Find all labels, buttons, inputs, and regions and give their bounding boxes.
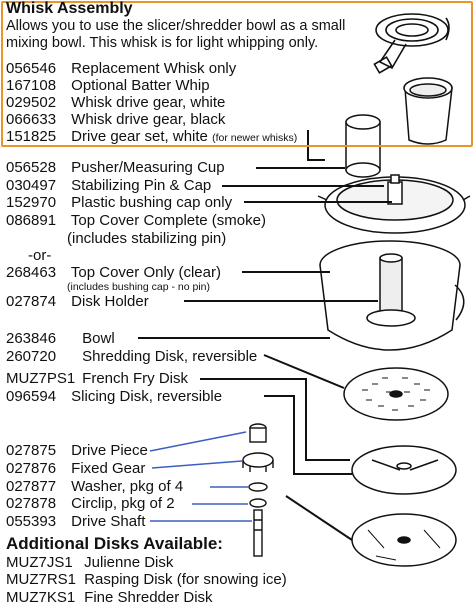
part-number: 027876 [6,460,57,477]
part-number: 027878 [6,495,57,512]
part-number: MUZ7JS1 [6,554,73,571]
part-note: (includes bushing cap - no pin) [67,281,211,293]
additional-disk-row: MUZ7RS1 Rasping Disk (for snowing ice) [6,571,287,588]
blue-leaders [149,431,252,522]
whisk-item: 029502 Whisk drive gear, white [6,94,225,111]
part-row: 055393 Drive Shaft [6,513,145,530]
whisk-assembly-box [1,1,473,147]
part-number: 260720 [6,348,57,365]
part-row: 268463 Top Cover Only (clear) [6,264,221,281]
part-description: Stabilizing Pin & Cap [71,177,212,194]
part-description: Fixed Gear [71,460,146,477]
whisk-title: Whisk Assembly [6,0,133,17]
part-number: 055393 [6,513,57,530]
part-row: 096594 Slicing Disk, reversible [6,388,222,405]
part-number: 027877 [6,478,57,495]
slicing-disk-illustration [351,445,457,567]
part-number: MUZ7KS1 [6,589,76,606]
part-row: 027875 Drive Piece [6,442,148,459]
part-description: Julienne Disk [84,554,174,571]
part-number: 086891 [6,212,57,229]
part-number: 030497 [6,177,57,194]
part-number: 151825 [6,128,57,145]
part-description: Disk Holder [71,293,149,310]
part-description: Slicing Disk, reversible [71,388,223,405]
part-row: 263846 Bowl [6,330,115,347]
part-description: Rasping Disk [84,571,173,588]
part-description: Bowl [82,330,115,347]
part-description: Drive gear set, white [71,128,208,145]
part-description: Drive Piece [71,442,148,459]
shredding-disk-illustration [343,367,449,421]
top-cover-illustration [317,174,471,234]
whisk-item: 167108 Optional Batter Whip [6,77,210,94]
part-number: MUZ7PS1 [6,370,76,387]
part-description: Circlip, pkg of 2 [71,495,175,512]
part-number: 268463 [6,264,57,281]
part-description: French Fry Disk [82,370,189,387]
part-number: 066633 [6,111,57,128]
part-number: 263846 [6,330,57,347]
part-row: 027878 Circlip, pkg of 2 [6,495,175,512]
part-description: Plastic bushing cap only [71,194,233,211]
part-number: 056546 [6,60,57,77]
whisk-description: Allows you to use the slicer/shredder bo… [6,18,346,51]
drive-parts-illustration [242,423,274,557]
part-description: Replacement Whisk only [71,60,237,77]
whisk-item: 066633 Whisk drive gear, black [6,111,225,128]
part-description: Washer, pkg of 4 [71,478,184,495]
part-description: Top Cover Only (clear) [70,264,221,281]
part-number: 027874 [6,293,57,310]
part-description: Whisk drive gear, black [71,111,226,128]
part-row: 056528 Pusher/Measuring Cup [6,159,225,176]
part-number: MUZ7RS1 [6,571,77,588]
part-number: 152970 [6,194,57,211]
part-row: 027874 Disk Holder [6,293,149,310]
part-number: 096594 [6,388,57,405]
black-leaders [138,130,392,541]
part-row: MUZ7PS1 French Fry Disk [6,370,188,387]
part-number: 027875 [6,442,57,459]
part-row: 027876 Fixed Gear [6,460,145,477]
additional-disk-row: MUZ7KS1 Fine Shredder Disk [6,589,213,606]
part-description: Pusher/Measuring Cup [71,159,225,176]
part-note: (includes stabilizing pin) [67,230,227,247]
additional-disks-title: Additional Disks Available: [6,534,223,553]
whisk-item: 056546 Replacement Whisk only [6,60,236,77]
part-note: (for newer whisks) [212,132,298,144]
additional-disk-row: MUZ7JS1 Julienne Disk [6,554,173,571]
bowl-illustration [319,240,465,351]
part-description: Optional Batter Whip [71,77,210,94]
part-row: 027877 Washer, pkg of 4 [6,478,183,495]
or-separator: -or- [28,247,52,264]
whisk-illustration [373,13,450,74]
part-number: 056528 [6,159,57,176]
part-row: 260720 Shredding Disk, reversible [6,348,257,365]
part-description: Shredding Disk, reversible [82,348,258,365]
part-note: (for snowing ice) [176,571,287,588]
part-description: Whisk drive gear, white [71,94,226,111]
part-row: 030497 Stabilizing Pin & Cap [6,177,211,194]
part-row: 086891 Top Cover Complete (smoke) [6,212,266,229]
whisk-item: 151825 Drive gear set, white (for newer … [6,128,297,147]
part-row: 152970 Plastic bushing cap only [6,194,232,211]
part-number: 167108 [6,77,57,94]
part-number: 029502 [6,94,57,111]
part-description: Fine Shredder Disk [84,589,213,606]
part-description: Top Cover Complete (smoke) [70,212,266,229]
part-description: Drive Shaft [71,513,146,530]
